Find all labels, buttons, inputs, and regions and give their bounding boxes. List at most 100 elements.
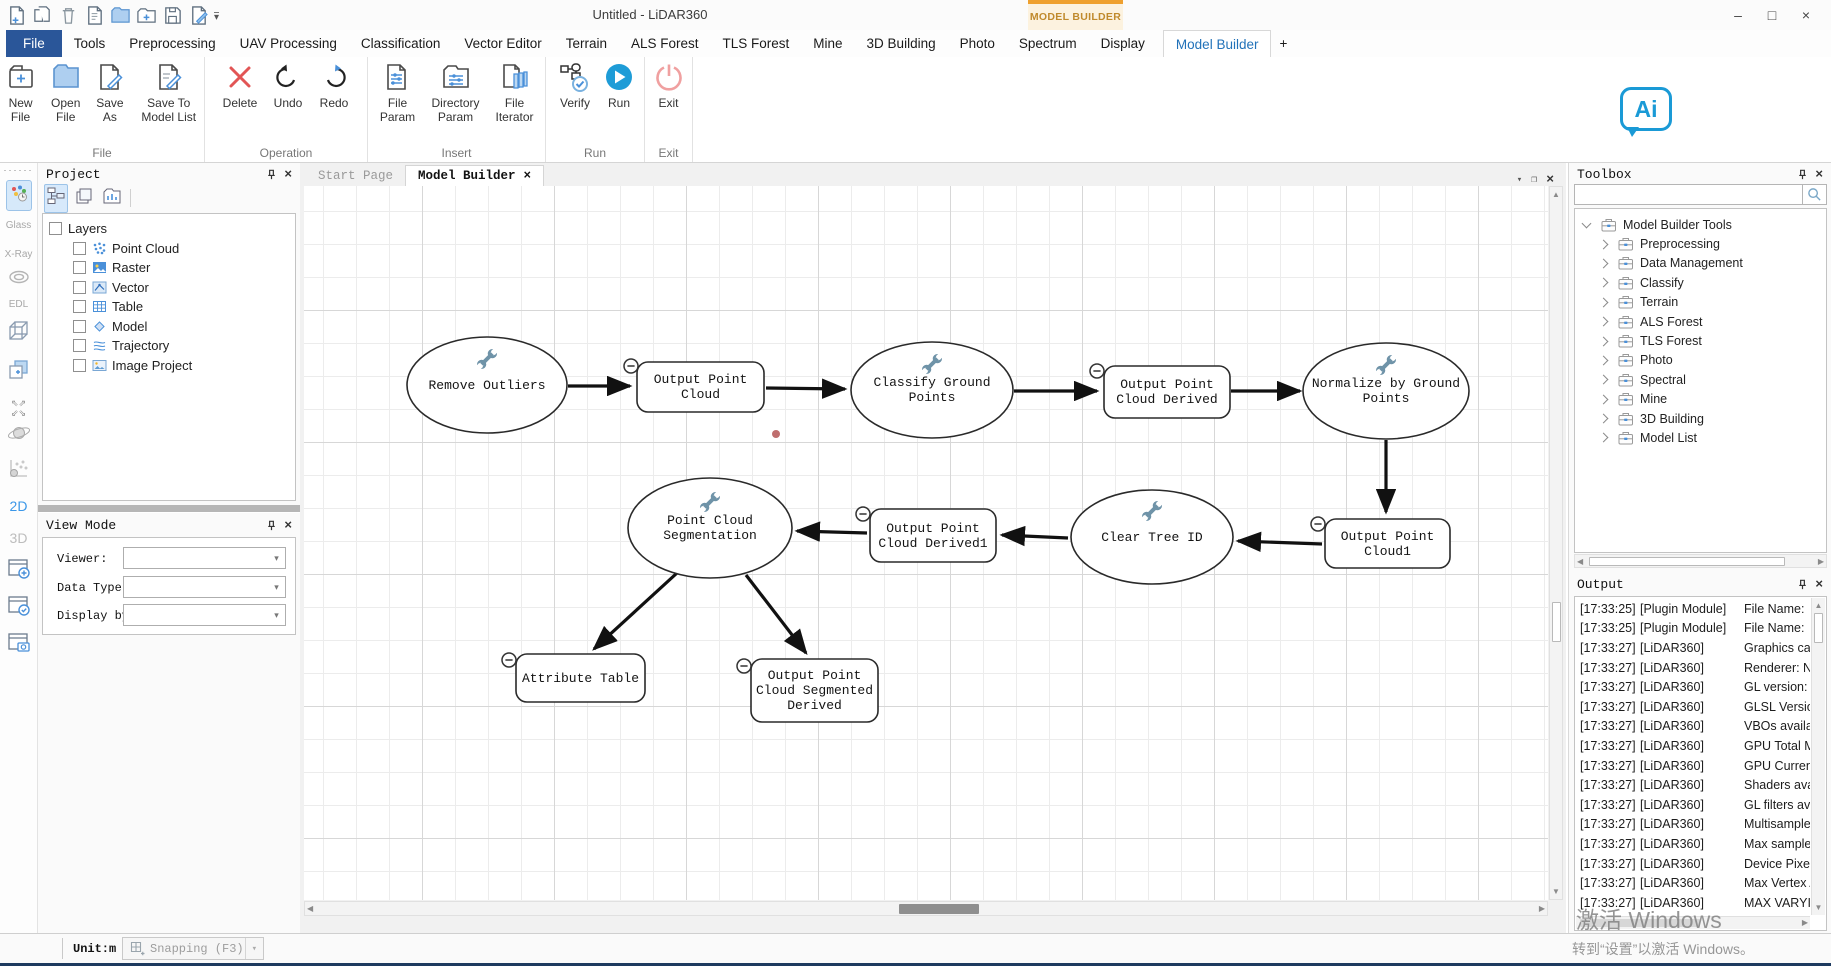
- open-folder-icon[interactable]: [110, 5, 131, 26]
- close-panel-icon[interactable]: ×: [284, 517, 292, 532]
- layer-checkbox[interactable]: [73, 319, 86, 333]
- tab-file[interactable]: File: [6, 30, 62, 57]
- layer-checkbox[interactable]: [73, 300, 86, 314]
- scroll-left-icon[interactable]: ◀: [1577, 557, 1584, 566]
- collapse-badge-icon[interactable]: [855, 506, 871, 522]
- chevron-right-icon[interactable]: [1598, 374, 1609, 385]
- layer-row-point-cloud[interactable]: Point Cloud: [49, 239, 295, 259]
- layer-checkbox[interactable]: [73, 261, 86, 275]
- tab-uav-processing[interactable]: UAV Processing: [239, 36, 337, 51]
- collapse-badge-icon[interactable]: [1089, 363, 1105, 379]
- layer-checkbox[interactable]: [73, 358, 86, 372]
- tab-classification[interactable]: Classification: [360, 36, 441, 51]
- directory-param-button[interactable]: Directory Param: [425, 62, 487, 124]
- edl-mode-button[interactable]: EDL: [8, 299, 29, 310]
- pin-panel-icon[interactable]: [1796, 578, 1809, 591]
- view-2d-button[interactable]: 2D: [9, 498, 28, 514]
- toolbox-search-input[interactable]: [1575, 185, 1802, 204]
- scroll-right-icon[interactable]: ▶: [1538, 904, 1545, 913]
- tab-als-forest[interactable]: ALS Forest: [630, 36, 699, 51]
- tab-spectrum[interactable]: Spectrum: [1018, 36, 1077, 51]
- glass-mode-button[interactable]: Glass: [5, 220, 32, 231]
- clip-box-icon[interactable]: [7, 319, 31, 348]
- connector[interactable]: [999, 525, 1069, 547]
- file-param-button[interactable]: File Param: [375, 62, 421, 124]
- toolbox-item-preprocessing[interactable]: Preprocessing: [1579, 234, 1826, 253]
- collapse-badge-icon[interactable]: [501, 652, 517, 668]
- float-window-icon[interactable]: ❐: [1531, 175, 1538, 186]
- node-output-point-cloud-derived[interactable]: [1103, 365, 1231, 419]
- edit-document-icon[interactable]: [188, 5, 209, 26]
- toolbox-item-model-list[interactable]: Model List: [1579, 428, 1826, 447]
- minimize-button[interactable]: –: [1734, 7, 1742, 23]
- save-to-model-list-button[interactable]: Save To Model List: [133, 62, 204, 124]
- node-output-point-cloud[interactable]: [636, 361, 765, 413]
- xray-mode-button[interactable]: X-Ray: [4, 249, 33, 260]
- output-horizontal-scrollbar[interactable]: ▶: [1576, 916, 1810, 929]
- redo-button[interactable]: Redo: [313, 62, 355, 111]
- scroll-up-icon[interactable]: ▲: [1814, 601, 1823, 610]
- close-button[interactable]: ×: [1801, 7, 1811, 23]
- toolbox-horizontal-scrollbar[interactable]: ◀ ▶: [1574, 554, 1827, 568]
- toolbox-item-mine[interactable]: Mine: [1579, 390, 1826, 409]
- chevron-right-icon[interactable]: [1598, 433, 1609, 443]
- connector[interactable]: [592, 571, 679, 651]
- close-tab-icon[interactable]: ×: [523, 169, 532, 183]
- pin-panel-icon[interactable]: [265, 168, 278, 181]
- tab-photo[interactable]: Photo: [959, 36, 995, 51]
- node-point-cloud-segmentation[interactable]: [627, 477, 793, 579]
- node-normalize-by-ground-points[interactable]: [1302, 342, 1470, 440]
- chevron-right-icon[interactable]: [1598, 336, 1609, 346]
- canvas-vertical-scrollbar[interactable]: ▲ ▼: [1549, 186, 1563, 900]
- viewer-select[interactable]: ▾: [123, 547, 286, 569]
- layer-row-trajectory[interactable]: Trajectory: [49, 336, 295, 356]
- clip-box-blue-icon[interactable]: [7, 358, 31, 387]
- close-panel-icon[interactable]: ×: [284, 166, 292, 181]
- tab-display[interactable]: Display: [1100, 36, 1145, 51]
- node-output-point-cloud-derived1[interactable]: [869, 508, 997, 563]
- search-icon[interactable]: [1802, 185, 1826, 204]
- verify-button[interactable]: Verify: [553, 62, 597, 111]
- chevron-right-icon[interactable]: [1598, 394, 1609, 405]
- add-folder-icon[interactable]: [136, 5, 157, 26]
- display-by-select[interactable]: ▾: [123, 604, 286, 626]
- toolbox-item-tls-forest[interactable]: TLS Forest: [1579, 331, 1826, 350]
- tab-model-builder[interactable]: Model Builder: [1162, 30, 1272, 57]
- project-layers-view-button[interactable]: [72, 184, 96, 213]
- tab-3d-building[interactable]: 3D Building: [866, 36, 936, 51]
- contour-mode-icon[interactable]: [8, 269, 30, 290]
- scroll-right-icon[interactable]: ▶: [1801, 918, 1808, 927]
- close-panel-icon[interactable]: ×: [1815, 166, 1823, 181]
- delete-item-icon[interactable]: [58, 5, 79, 26]
- scroll-down-icon[interactable]: ▼: [1814, 903, 1823, 912]
- connector[interactable]: [794, 521, 868, 542]
- toolbar-handle[interactable]: ······: [3, 165, 34, 175]
- layer-checkbox[interactable]: [73, 280, 86, 294]
- chevron-right-icon[interactable]: [1598, 239, 1609, 250]
- tab-tls-forest[interactable]: TLS Forest: [722, 36, 790, 51]
- layers-root-row[interactable]: Layers: [49, 219, 295, 239]
- connector[interactable]: [765, 378, 848, 399]
- chevron-right-icon[interactable]: [1598, 277, 1609, 288]
- tab-list-dropdown-icon[interactable]: ▾: [1516, 175, 1523, 185]
- layer-row-image-project[interactable]: Image Project: [49, 356, 295, 376]
- project-stats-view-button[interactable]: [100, 184, 124, 213]
- new-viewer-icon[interactable]: [7, 558, 31, 585]
- tab-preprocessing[interactable]: Preprocessing: [129, 36, 216, 51]
- orbit-view-icon[interactable]: [7, 423, 31, 448]
- viewer-list-icon[interactable]: [7, 595, 31, 622]
- scroll-down-icon[interactable]: ▼: [1552, 887, 1560, 896]
- tab-tools[interactable]: Tools: [73, 36, 106, 51]
- view-3d-button[interactable]: 3D: [9, 530, 28, 546]
- snapping-select[interactable]: Snapping (F3) ▾: [122, 937, 264, 960]
- project-tree-view-button[interactable]: [44, 183, 68, 213]
- maximize-button[interactable]: □: [1767, 7, 1777, 23]
- tab-add[interactable]: +: [1279, 36, 1288, 51]
- toolbox-root-row[interactable]: Model Builder Tools: [1579, 215, 1826, 234]
- node-output-point-cloud1[interactable]: [1324, 518, 1451, 569]
- new-file-button[interactable]: New File: [0, 62, 41, 124]
- new-document-icon[interactable]: [6, 5, 27, 26]
- layer-checkbox[interactable]: [73, 241, 86, 255]
- chevron-right-icon[interactable]: [1598, 297, 1609, 308]
- canvas-horizontal-scrollbar[interactable]: ◀ ▶: [304, 901, 1548, 916]
